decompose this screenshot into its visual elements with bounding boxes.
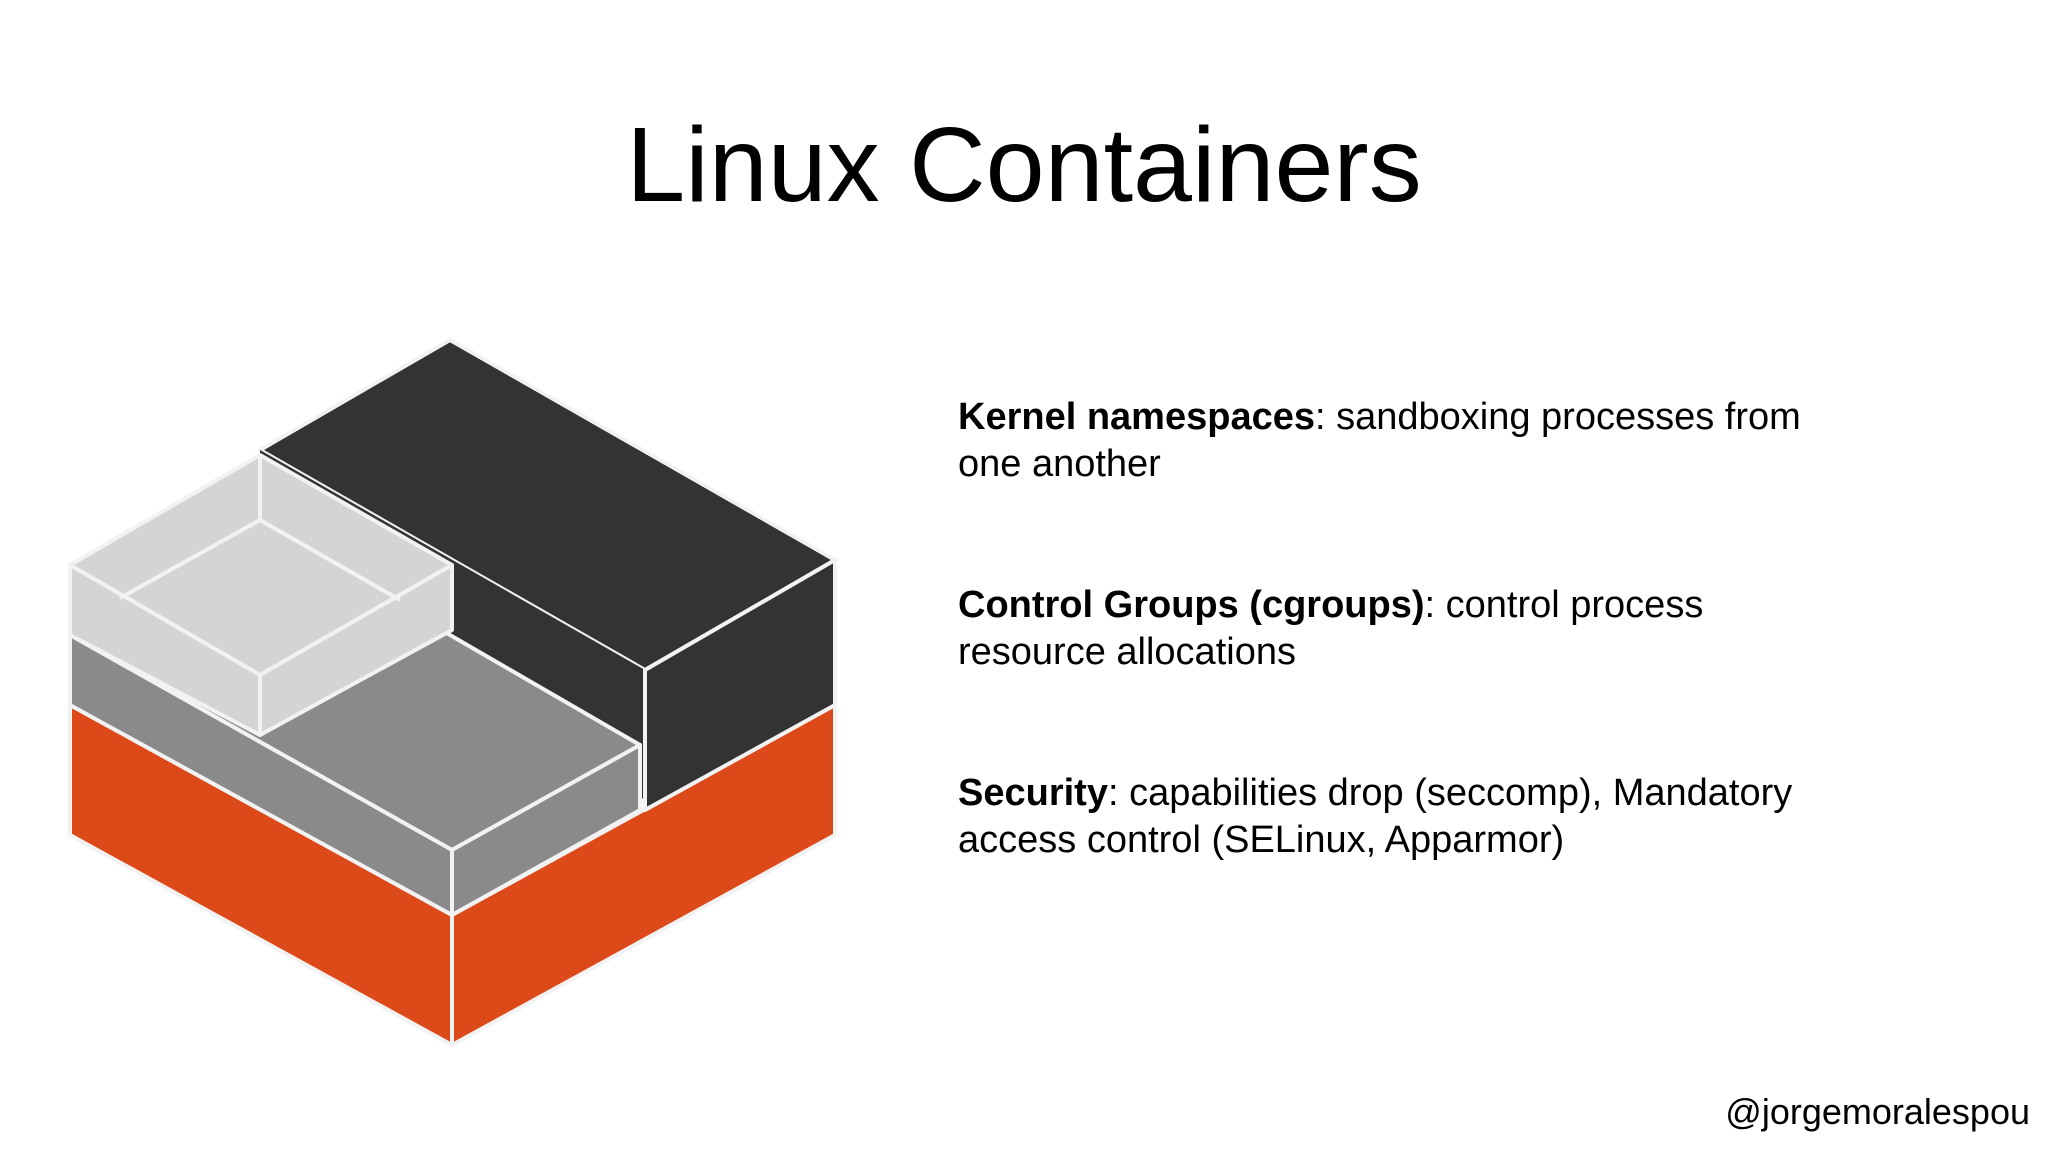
bullet-kernel-namespaces: Kernel namespaces: sandboxing processes …	[958, 394, 1818, 488]
lxc-stacked-box-icon	[68, 338, 837, 1047]
bullet-term: Kernel namespaces	[958, 396, 1315, 438]
bullet-term: Security	[958, 772, 1108, 814]
author-handle: @jorgemoralespou	[1725, 1091, 2030, 1132]
bullet-list: Kernel namespaces: sandboxing processes …	[958, 394, 1818, 958]
bullet-security: Security: capabilities drop (seccomp), M…	[958, 770, 1818, 864]
bullet-term: Control Groups (cgroups)	[958, 584, 1425, 626]
bullet-text: : sandboxing processes from one another	[958, 396, 1801, 485]
mid-slab-right	[450, 743, 642, 917]
slide-title: Linux Containers	[626, 106, 1422, 224]
bullet-control-groups: Control Groups (cgroups): control proces…	[958, 582, 1818, 676]
bullet-text: : control process resource allocations	[958, 584, 1704, 673]
bullet-text: : capabilities drop (seccomp), Mandatory…	[958, 772, 1793, 861]
